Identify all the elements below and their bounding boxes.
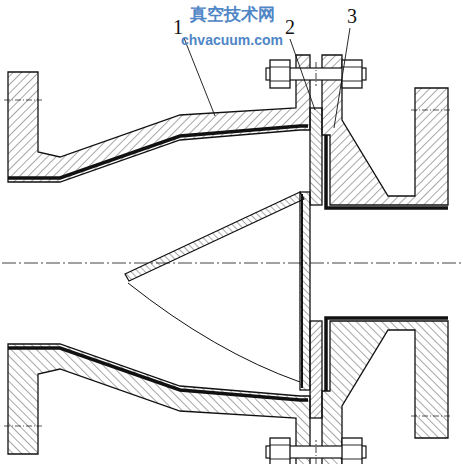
watermark: chvacuum.com (181, 33, 283, 47)
watermark: 真空技术网 (190, 6, 275, 23)
callout-number: 2 (283, 17, 297, 37)
callout-number: 1 (171, 17, 185, 37)
callout-number: 3 (345, 6, 359, 26)
